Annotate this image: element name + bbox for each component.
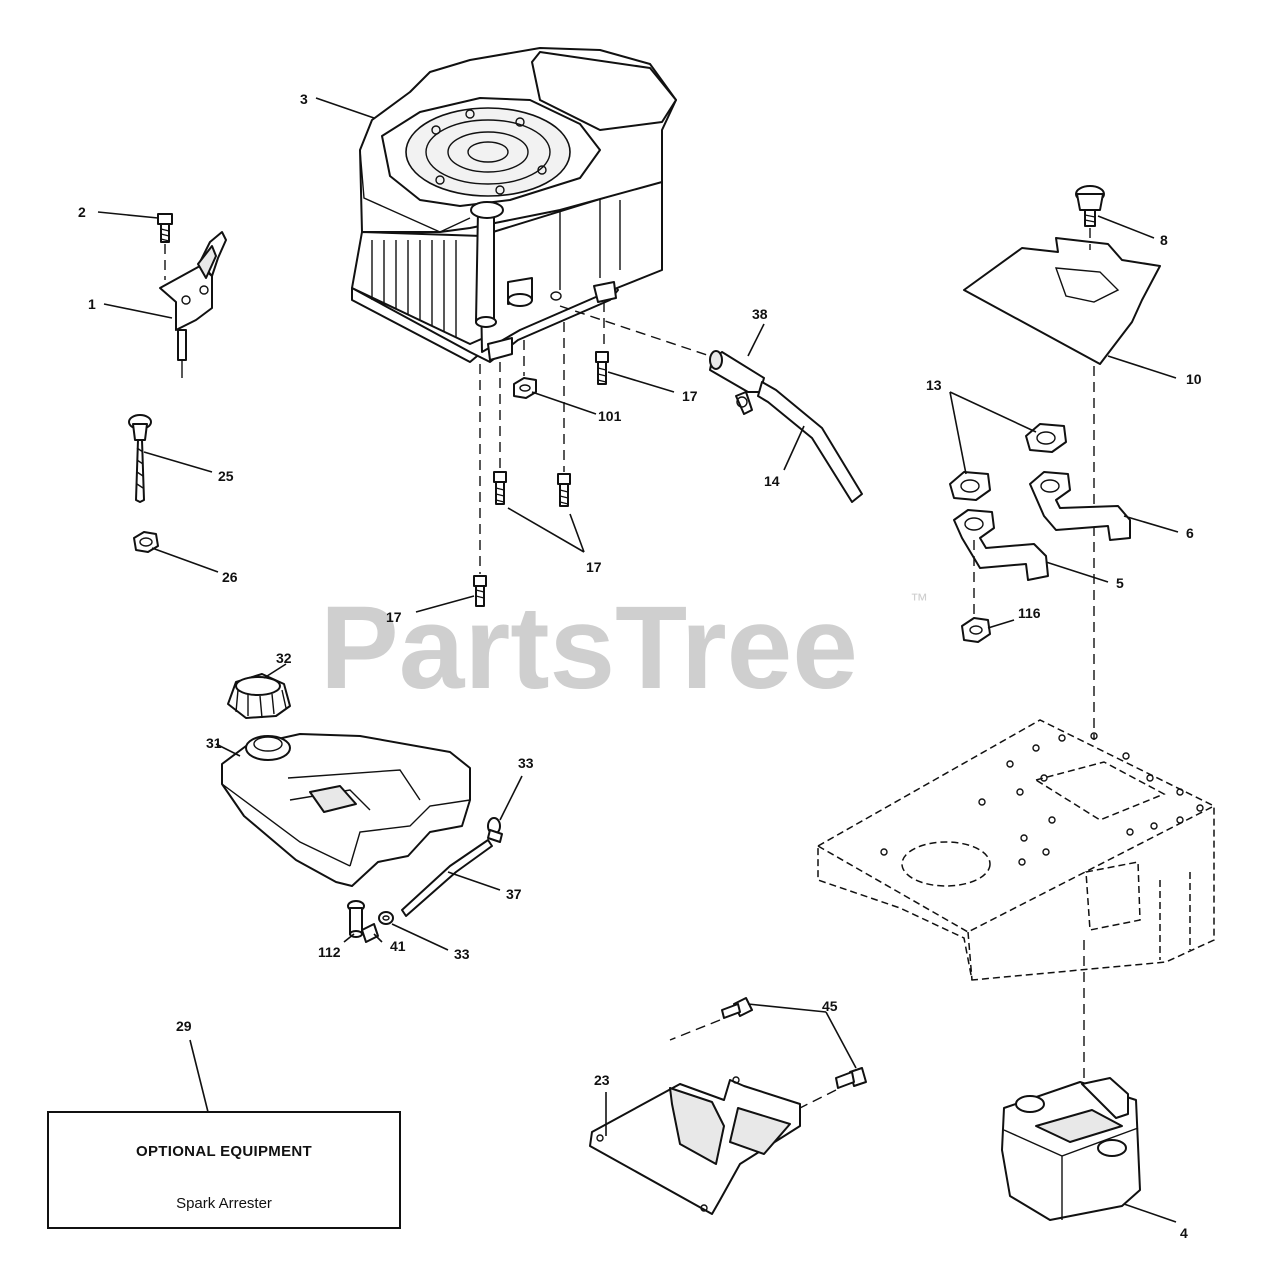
watermark-brand: PartsTree [320,582,858,714]
throttle-control-part[interactable] [159,231,227,378]
callout-116[interactable]: 116 [1018,605,1041,621]
leader-lines [97,97,1179,1223]
muffler-part[interactable] [1001,1077,1141,1221]
fuel-elbow-fitting-part[interactable] [361,923,379,943]
callout-4[interactable]: 4 [1180,1225,1188,1241]
callout-6[interactable]: 6 [1186,525,1194,541]
callout-112[interactable]: 112 [318,944,341,960]
callout-26[interactable]: 26 [222,569,238,585]
callout-17-right[interactable]: 17 [682,388,698,404]
callout-13[interactable]: 13 [926,377,942,393]
callout-5[interactable]: 5 [1116,575,1124,591]
tank-grommet-part[interactable] [347,900,365,938]
optional-equipment-subtitle: Spark Arrester [176,1195,272,1212]
callout-38[interactable]: 38 [752,306,768,322]
callout-45[interactable]: 45 [822,998,838,1014]
engine-bolt-17-center[interactable] [557,473,571,507]
mounting-screw-part[interactable] [157,213,173,280]
hose-clamp-lower-part[interactable] [378,911,394,925]
callout-3[interactable]: 3 [300,91,308,107]
callout-25[interactable]: 25 [218,468,234,484]
fuel-cap-part[interactable] [227,673,291,719]
engine-bolt-17-right[interactable] [595,351,609,385]
callout-31[interactable]: 31 [206,735,222,751]
exhaust-pipe-part-6[interactable] [1029,471,1131,541]
hose-clamp-upper-part[interactable] [487,817,503,843]
callout-14[interactable]: 14 [764,473,780,489]
optional-equipment-title: OPTIONAL EQUIPMENT [136,1143,312,1160]
callout-labels: 3 2 1 25 26 101 17 17 17 38 14 8 10 13 6… [78,91,1202,1241]
callout-1[interactable]: 1 [88,296,96,312]
engine-bolt-17-left[interactable] [493,471,507,505]
exhaust-pipe-part-5[interactable] [953,509,1049,581]
bracket-screw-lower-part[interactable] [835,1067,867,1089]
flange-nut-part[interactable] [513,377,537,399]
shield-knob-part[interactable] [1075,185,1105,227]
fuel-line-hose-part[interactable] [757,381,863,503]
exhaust-nut-part[interactable] [961,617,991,643]
engine-part[interactable] [351,47,677,363]
fuel-hose-part[interactable] [401,839,493,917]
engine-bolt-17-lower[interactable] [473,575,487,607]
exhaust-gasket-part[interactable] [949,423,1067,501]
fuel-fitting-part[interactable] [709,350,765,415]
callout-33-upper[interactable]: 33 [518,755,534,771]
watermark-trademark: ™ [910,590,928,610]
optional-equipment-box: OPTIONAL EQUIPMENT Spark Arrester [47,1111,401,1229]
dipstick-part[interactable] [128,414,152,503]
callout-10[interactable]: 10 [1186,371,1202,387]
bracket-screw-upper-part[interactable] [721,997,753,1019]
callout-17-pair[interactable]: 17 [586,559,602,575]
callout-29[interactable]: 29 [176,1018,192,1034]
callout-41[interactable]: 41 [390,938,406,954]
heat-shield-part[interactable] [963,237,1161,365]
callout-17-lower[interactable]: 17 [386,609,402,625]
callout-8[interactable]: 8 [1160,232,1168,248]
hex-nut-part[interactable] [133,531,159,553]
chassis-frame [817,719,1215,981]
callout-32[interactable]: 32 [276,650,292,666]
mounting-bracket-part[interactable] [589,1076,801,1215]
callout-33-lower[interactable]: 33 [454,946,470,962]
callout-101[interactable]: 101 [598,408,622,424]
fuel-tank-part[interactable] [221,733,471,887]
callout-23[interactable]: 23 [594,1072,610,1088]
callout-2[interactable]: 2 [78,204,86,220]
callout-37[interactable]: 37 [506,886,522,902]
